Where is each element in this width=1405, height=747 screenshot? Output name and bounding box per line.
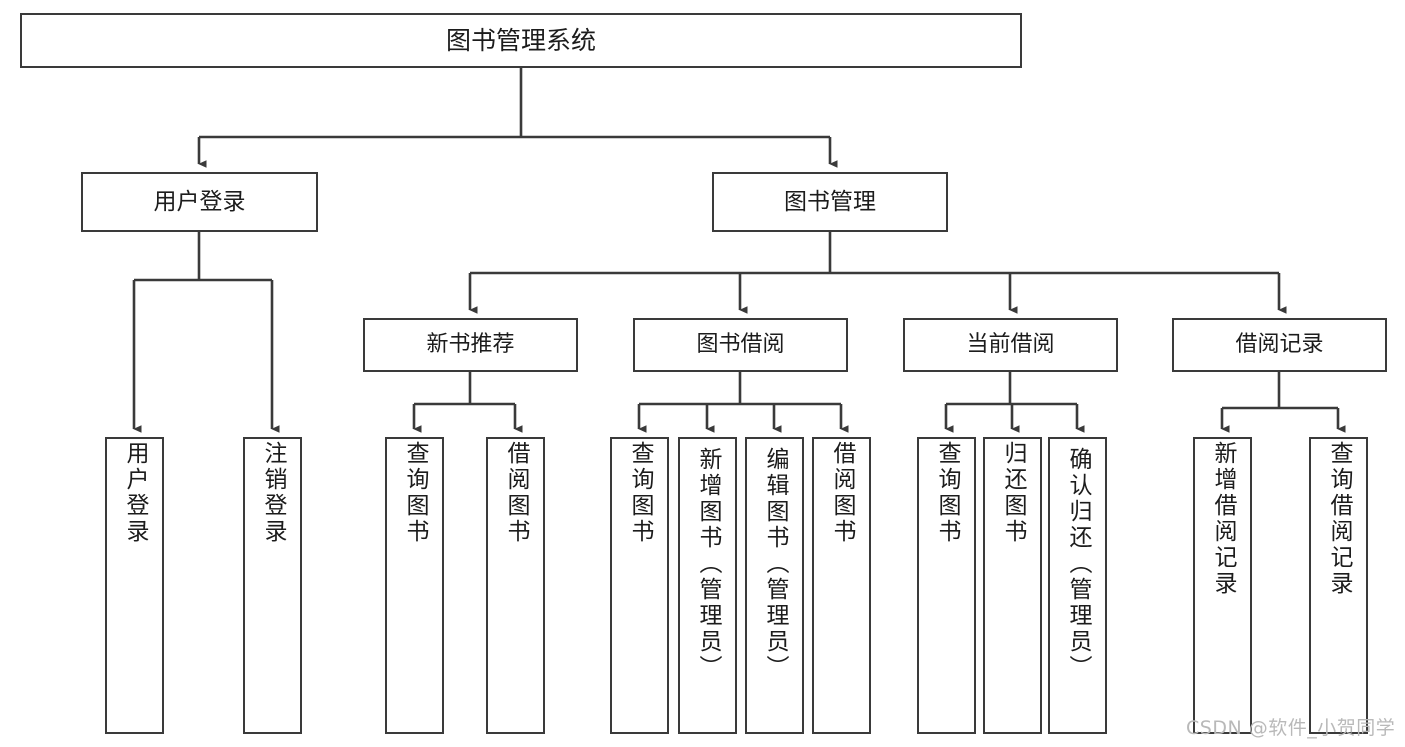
leaf-current-borrow-confirm[interactable]: 确认归还（管理员） — [1048, 437, 1107, 734]
node-user-login-label: 用户登录 — [153, 188, 246, 215]
leaf-current-borrow-query-label: 查询图书 — [934, 441, 960, 545]
node-new-book-recommend[interactable]: 新书推荐 — [363, 318, 578, 372]
leaf-book-borrow-edit-label: 编辑图书（管理员） — [762, 447, 788, 681]
leaf-user-login-login[interactable]: 用户登录 — [105, 437, 164, 734]
node-borrow-record[interactable]: 借阅记录 — [1172, 318, 1387, 372]
leaf-borrow-record-query-label: 查询借阅记录 — [1326, 441, 1352, 597]
node-user-login[interactable]: 用户登录 — [81, 172, 318, 232]
leaf-new-book-query[interactable]: 查询图书 — [385, 437, 444, 734]
leaf-user-login-logout-label: 注销登录 — [260, 441, 286, 545]
leaf-book-borrow-edit[interactable]: 编辑图书（管理员） — [745, 437, 804, 734]
leaf-user-login-logout[interactable]: 注销登录 — [243, 437, 302, 734]
leaf-current-borrow-query[interactable]: 查询图书 — [917, 437, 976, 734]
leaf-book-borrow-borrow-label: 借阅图书 — [829, 441, 855, 545]
leaf-current-borrow-return-label: 归还图书 — [1000, 441, 1026, 545]
leaf-book-borrow-query-label: 查询图书 — [627, 441, 653, 545]
node-current-borrow[interactable]: 当前借阅 — [903, 318, 1118, 372]
leaf-borrow-record-query[interactable]: 查询借阅记录 — [1309, 437, 1368, 734]
node-new-book-recommend-label: 新书推荐 — [426, 332, 515, 357]
node-book-borrow[interactable]: 图书借阅 — [633, 318, 848, 372]
node-current-borrow-label: 当前借阅 — [966, 332, 1055, 357]
leaf-book-borrow-query[interactable]: 查询图书 — [610, 437, 669, 734]
leaf-new-book-borrow[interactable]: 借阅图书 — [486, 437, 545, 734]
node-root-label: 图书管理系统 — [445, 26, 596, 55]
node-book-management-label: 图书管理 — [784, 188, 876, 215]
leaf-borrow-record-add-label: 新增借阅记录 — [1210, 441, 1236, 597]
leaf-current-borrow-return[interactable]: 归还图书 — [983, 437, 1042, 734]
watermark: CSDN @软件_小贺同学 — [1186, 717, 1396, 739]
node-book-borrow-label: 图书借阅 — [696, 332, 785, 357]
node-borrow-record-label: 借阅记录 — [1235, 332, 1324, 357]
leaf-new-book-borrow-label: 借阅图书 — [503, 441, 529, 545]
leaf-book-borrow-borrow[interactable]: 借阅图书 — [812, 437, 871, 734]
leaf-book-borrow-add-label: 新增图书（管理员） — [695, 447, 721, 681]
leaf-borrow-record-add[interactable]: 新增借阅记录 — [1193, 437, 1252, 734]
leaf-new-book-query-label: 查询图书 — [402, 441, 428, 545]
leaf-current-borrow-confirm-label: 确认归还（管理员） — [1065, 447, 1091, 681]
leaf-book-borrow-add[interactable]: 新增图书（管理员） — [678, 437, 737, 734]
node-root[interactable]: 图书管理系统 — [20, 13, 1022, 68]
leaf-user-login-login-label: 用户登录 — [122, 441, 148, 545]
node-book-management[interactable]: 图书管理 — [712, 172, 948, 232]
